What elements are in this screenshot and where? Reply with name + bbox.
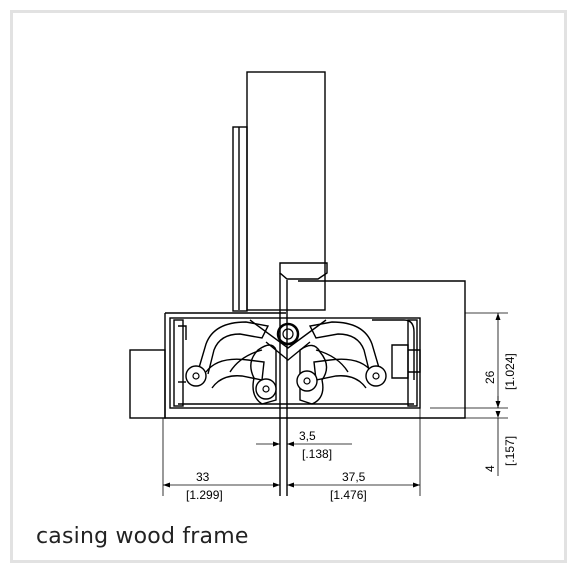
offset-dimension-in: [.157] [503, 436, 517, 466]
caption-text: casing wood frame [36, 524, 249, 549]
dimension-arrows [163, 313, 501, 488]
offset-dimension-mm: 4 [483, 465, 497, 472]
left-dimension-in: [1.299] [186, 488, 223, 502]
right-dimension-in: [1.476] [330, 488, 367, 502]
frame-casing [129, 280, 466, 419]
gap-dimension-mm: 3,5 [299, 429, 316, 443]
right-dimension-mm: 37,5 [342, 470, 366, 484]
hinge-mechanism [195, 319, 383, 405]
door-leaf [232, 71, 328, 312]
pin-circles [185, 322, 387, 400]
gap-dimension-in: [.138] [302, 447, 332, 461]
gap-lines [279, 273, 288, 496]
diagram-card [10, 10, 567, 563]
height-dimension-in: [1.024] [503, 353, 517, 390]
height-dimension-mm: 26 [483, 370, 497, 384]
dimension-lines [162, 312, 508, 496]
left-dimension-mm: 33 [196, 470, 210, 484]
